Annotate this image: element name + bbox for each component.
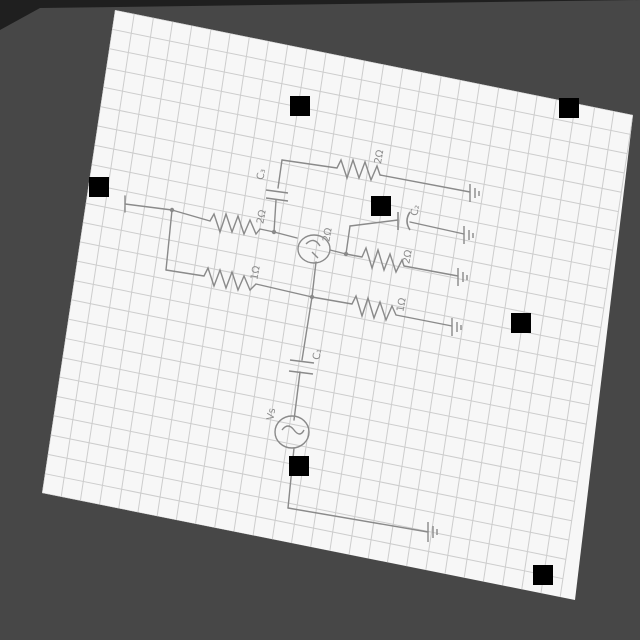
grid-line-horizontal	[106, 67, 625, 174]
marker-6	[289, 456, 309, 476]
grid-line-vertical	[540, 111, 615, 595]
grid-line-vertical	[118, 25, 193, 509]
resistor-left-upper	[209, 211, 261, 236]
marker-2	[559, 98, 579, 118]
label-r-left-upper: 2Ω	[255, 209, 268, 225]
paper-sheet	[42, 10, 633, 600]
label-c3: C₃	[255, 168, 268, 181]
grid-line-horizontal	[94, 144, 613, 251]
label-r-right-mid: 2Ω	[401, 249, 414, 265]
label-voltage-source: Vs	[265, 407, 278, 421]
ground-symbols	[427, 184, 480, 542]
grid-line-vertical	[214, 44, 289, 529]
grid-line-horizontal	[103, 86, 622, 193]
grid-line-vertical	[79, 17, 154, 501]
grid-line-horizontal	[47, 453, 566, 560]
grid-line-vertical	[175, 37, 250, 521]
grid-line-vertical	[271, 56, 346, 540]
grid-lines	[42, 10, 633, 599]
capacitor-c3	[265, 189, 289, 202]
grid-line-horizontal	[109, 48, 628, 155]
marker-1	[290, 96, 310, 116]
ground-5	[427, 522, 438, 542]
grid-line-vertical	[463, 95, 538, 579]
grid-line-horizontal	[100, 106, 619, 213]
capacitor-c1	[288, 359, 315, 375]
voltage-source	[274, 415, 310, 449]
grid-line-vertical	[310, 64, 385, 548]
grid-line-vertical	[194, 41, 269, 525]
label-r-left-lower: 1Ω	[249, 265, 262, 281]
grid-line-horizontal	[50, 434, 569, 541]
grid-line-vertical	[367, 76, 442, 560]
grid-line-vertical	[501, 103, 576, 587]
grid-line-horizontal	[97, 125, 616, 232]
grid-line-vertical	[99, 21, 174, 505]
marker-7	[533, 565, 553, 585]
resistor-right-mid	[361, 245, 405, 274]
grid-line-horizontal	[56, 395, 575, 502]
ground-4	[451, 318, 462, 336]
grid-line-vertical	[559, 114, 633, 599]
marker-4	[371, 196, 391, 216]
grid-line-vertical	[329, 68, 404, 552]
grid-line-horizontal	[88, 183, 607, 290]
grid-line-horizontal	[91, 164, 610, 271]
capacitor-c2	[397, 211, 411, 231]
circuit-wires	[124, 159, 471, 533]
grid-line-horizontal	[59, 376, 578, 483]
ground-3	[457, 268, 468, 286]
grid-line-horizontal	[53, 415, 572, 522]
grid-line-vertical	[348, 72, 423, 556]
label-r-top: 2Ω	[373, 149, 386, 165]
grid-line-vertical	[425, 87, 500, 571]
label-c1: C₁	[311, 348, 324, 361]
label-r-right-low: 1Ω	[395, 297, 408, 313]
grid-line-vertical	[521, 107, 596, 591]
ground-2	[463, 226, 474, 244]
marker-squares	[89, 96, 579, 585]
grid-line-vertical	[60, 13, 135, 497]
junction-dots	[169, 207, 349, 300]
grid-line-horizontal	[44, 473, 564, 580]
resistor-right-low	[351, 294, 397, 322]
marker-3	[89, 177, 109, 197]
resistor-top	[336, 157, 381, 182]
grid-line-vertical	[42, 10, 116, 494]
ground-1	[469, 184, 480, 202]
grid-line-horizontal	[62, 357, 581, 464]
marker-5	[511, 313, 531, 333]
grid-line-vertical	[406, 83, 481, 567]
dependent-source	[297, 234, 331, 264]
grid-line-horizontal	[111, 28, 631, 135]
label-dependent-source: 2Ω	[321, 227, 334, 243]
grid-line-vertical	[233, 48, 308, 532]
grid-line-horizontal	[71, 299, 590, 406]
label-c2: C₂	[409, 204, 422, 217]
grid-line-vertical	[444, 91, 519, 575]
resistor-left-lower	[203, 266, 257, 292]
grid-line-vertical	[482, 99, 557, 583]
grid-line-vertical	[386, 79, 461, 564]
grid-line-horizontal	[68, 318, 587, 425]
grid-line-horizontal	[74, 279, 593, 386]
grid-line-horizontal	[65, 337, 584, 444]
grid-line-horizontal	[76, 260, 596, 367]
grid-line-vertical	[252, 52, 327, 536]
